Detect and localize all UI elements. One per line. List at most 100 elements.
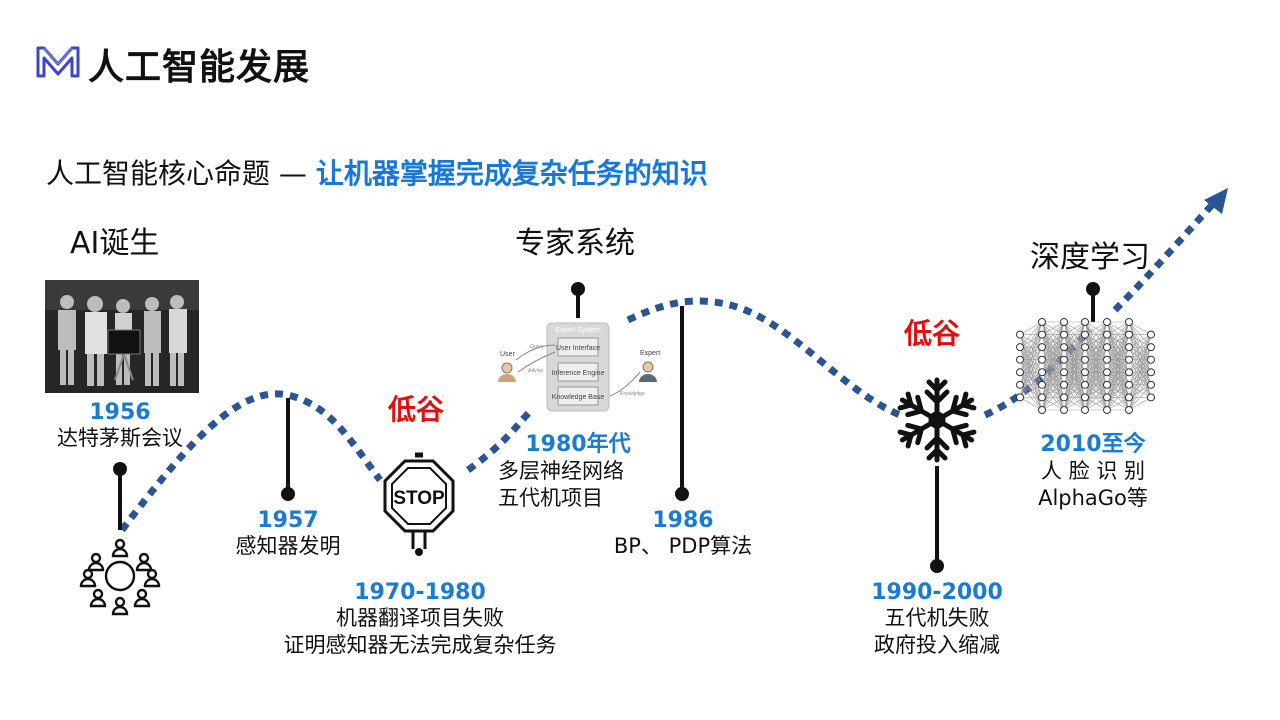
nn-node bbox=[1081, 380, 1089, 389]
nn-node bbox=[1060, 380, 1068, 389]
nn-node bbox=[1147, 393, 1155, 402]
event-year: 1990-2000 bbox=[871, 580, 1003, 605]
event-1970-1980: 1970-1980 机器翻译项目失败 证明感知器无法完成复杂任务 bbox=[260, 580, 580, 659]
es-advice: Advice bbox=[528, 368, 543, 374]
es-knowledge: Knowledge bbox=[620, 391, 645, 397]
event-year: 1986 bbox=[652, 508, 714, 533]
nn-node bbox=[1125, 368, 1133, 377]
event-year: 1956 bbox=[89, 400, 151, 425]
event-year: 1957 bbox=[257, 508, 319, 533]
nn-node bbox=[1016, 380, 1024, 389]
event-desc: 证明感知器无法完成复杂任务 bbox=[283, 633, 557, 657]
development-curve bbox=[119, 390, 383, 533]
stem-1956 bbox=[113, 462, 127, 530]
event-desc: AlphaGo等 bbox=[1038, 486, 1148, 510]
event-desc: 多层神经网络 bbox=[498, 459, 624, 483]
stem-1986 bbox=[675, 306, 689, 501]
event-desc: 达特茅斯会议 bbox=[57, 426, 183, 450]
nn-node bbox=[1038, 406, 1046, 414]
event-year: 1970-1980 bbox=[354, 580, 486, 605]
nn-node bbox=[1147, 355, 1155, 364]
nn-node bbox=[1081, 330, 1089, 339]
nn-node bbox=[1060, 368, 1068, 377]
stem-2010 bbox=[1086, 282, 1100, 322]
nn-node bbox=[1038, 368, 1046, 377]
nn-node bbox=[1038, 355, 1046, 364]
event-1986: 1986 BP、 PDP算法 bbox=[590, 508, 776, 560]
nn-node bbox=[1081, 355, 1089, 364]
nn-node bbox=[1081, 368, 1089, 377]
nn-node bbox=[1147, 380, 1155, 389]
nn-node bbox=[1125, 343, 1133, 352]
es-user-interface: User Interface bbox=[556, 345, 600, 352]
stem-1980s bbox=[571, 282, 585, 318]
nn-node bbox=[1103, 380, 1111, 389]
trough-label-1: 低谷 bbox=[388, 393, 445, 426]
nn-node bbox=[1125, 330, 1133, 339]
nn-node bbox=[1016, 393, 1024, 402]
nn-node bbox=[1060, 330, 1068, 339]
nn-node bbox=[1125, 380, 1133, 389]
nn-node bbox=[1038, 318, 1046, 326]
event-desc: 五代机项目 bbox=[498, 486, 603, 510]
nn-node bbox=[1016, 355, 1024, 364]
nn-node bbox=[1147, 330, 1155, 339]
nn-node bbox=[1038, 380, 1046, 389]
event-1957: 1957 感知器发明 bbox=[208, 508, 368, 560]
subtitle-prefix: 人工智能核心命题 — bbox=[46, 157, 316, 190]
nn-node bbox=[1125, 318, 1133, 326]
event-1990-2000: 1990-2000 五代机失败 政府投入缩减 bbox=[855, 580, 1019, 659]
meeting-icon bbox=[79, 538, 161, 616]
nn-node bbox=[1125, 393, 1133, 402]
era-ai-birth: AI诞生 bbox=[70, 226, 160, 261]
neural-network-icon bbox=[1016, 318, 1155, 414]
nn-node bbox=[1103, 330, 1111, 339]
era-expert-systems: 专家系统 bbox=[515, 226, 635, 261]
curve-arrowhead bbox=[1204, 188, 1228, 214]
nn-node bbox=[1060, 343, 1068, 352]
dartmouth-photo bbox=[45, 280, 199, 393]
stop-text: STOP bbox=[393, 488, 445, 509]
es-query: Query bbox=[530, 344, 544, 350]
nn-node bbox=[1103, 318, 1111, 326]
nn-node bbox=[1147, 368, 1155, 377]
event-desc: BP、 PDP算法 bbox=[613, 534, 753, 558]
nn-node bbox=[1103, 393, 1111, 402]
nn-node bbox=[1016, 343, 1024, 352]
event-desc: 五代机失败 bbox=[884, 606, 990, 630]
nn-node bbox=[1103, 368, 1111, 377]
event-desc: 感知器发明 bbox=[235, 534, 341, 558]
nn-node bbox=[1016, 330, 1024, 339]
development-curve-3 bbox=[626, 297, 902, 419]
es-user: User bbox=[500, 351, 515, 358]
logo-icon bbox=[36, 46, 80, 78]
es-knowledge-base: Knowledge Base bbox=[552, 394, 605, 401]
nn-node bbox=[1081, 343, 1089, 352]
stem-1990 bbox=[930, 466, 944, 573]
event-year: 1980年代 bbox=[525, 432, 631, 457]
nn-node bbox=[1147, 343, 1155, 352]
nn-node bbox=[1038, 393, 1046, 402]
nn-node bbox=[1038, 330, 1046, 339]
nn-node bbox=[1103, 406, 1111, 414]
nn-node bbox=[1103, 355, 1111, 364]
event-1956: 1956 达特茅斯会议 bbox=[38, 400, 202, 452]
stop-sign-icon: STOP bbox=[383, 452, 455, 556]
es-inference-engine: Inference Engine bbox=[552, 370, 605, 377]
nn-node bbox=[1060, 393, 1068, 402]
event-2010: 2010至今 人 脸 识 别 AlphaGo等 bbox=[1016, 426, 1170, 512]
event-desc: 政府投入缩减 bbox=[874, 633, 1000, 657]
core-proposition: 人工智能核心命题 — 让机器掌握完成复杂任务的知识 bbox=[46, 152, 708, 192]
es-system-label: Expert System bbox=[555, 327, 601, 334]
nn-node bbox=[1125, 355, 1133, 364]
event-desc: 机器翻译项目失败 bbox=[336, 606, 504, 630]
stem-1957 bbox=[281, 398, 295, 501]
nn-node bbox=[1060, 406, 1068, 414]
era-deep-learning: 深度学习 bbox=[1030, 240, 1150, 275]
subtitle-highlight: 让机器掌握完成复杂任务的知识 bbox=[315, 157, 708, 190]
nn-node bbox=[1060, 318, 1068, 326]
event-year: 2010至今 bbox=[1040, 432, 1146, 457]
nn-node bbox=[1060, 355, 1068, 364]
nn-node bbox=[1081, 406, 1089, 414]
